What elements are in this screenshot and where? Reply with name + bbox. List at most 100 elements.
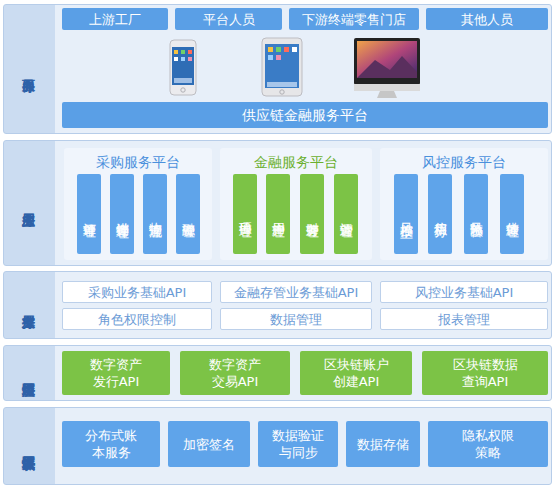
user-box: 平台人员	[175, 8, 282, 30]
api-box: 报表管理	[380, 308, 548, 330]
api-box: 区块链数据查询API	[422, 351, 548, 395]
phone-body	[170, 40, 196, 95]
box-label: 下游终端零售门店	[302, 11, 406, 28]
layer-label-column: 区块链应用层	[4, 346, 54, 400]
module-box: 风控模型	[394, 174, 418, 254]
layer-label: 区块链应用层	[21, 351, 38, 395]
module-label: 进销存管理	[114, 212, 130, 217]
monitor-screen	[357, 41, 417, 78]
api-label: 角色权限控制	[98, 311, 176, 328]
app-icon	[268, 47, 273, 52]
layer-label: 服务界面	[21, 29, 38, 109]
box-label: 其他人员	[461, 11, 513, 28]
api-box: 数据管理	[220, 308, 372, 330]
box-label: 分布式账本服务	[84, 427, 138, 461]
module-label: 风险预警	[468, 212, 484, 216]
module-label: 信用积分	[432, 212, 448, 216]
api-box: 数字资产发行API	[62, 351, 170, 395]
module-box: 信用积分	[428, 174, 452, 254]
module-label: 运营管理	[338, 212, 354, 216]
box-label: 数字资产发行API	[88, 356, 144, 390]
protocol-box: 数据验证与同步	[258, 421, 338, 467]
module-box: 融资管理	[176, 174, 200, 254]
protocol-box: 隐私权限策略	[428, 421, 548, 467]
api-box: 角色权限控制	[62, 308, 212, 330]
module-label: 项目管理	[237, 212, 253, 216]
box-label: 供应链金融服务平台	[242, 107, 368, 124]
platform-bar: 供应链金融服务平台	[62, 102, 548, 128]
module-label: 订单管理	[81, 212, 97, 216]
api-box: 风控业务基础API	[380, 281, 548, 303]
layer-band: 业务支撑层 采购业务基础API 金融存管业务基础API 风控业务基础API 角色权限控制…	[3, 271, 552, 339]
module-box: 项目管理	[233, 174, 257, 254]
layer-label-column: 业务应用层	[4, 141, 54, 265]
box-label: 加密签名	[183, 436, 235, 453]
user-box: 下游终端零售门店	[289, 8, 419, 30]
layer-label-column: 底层区块链协议层	[4, 408, 54, 484]
panel-title: 金融服务平台	[220, 153, 372, 171]
api-label: 数据管理	[270, 311, 322, 328]
panel-title: 风控服务平台	[380, 153, 548, 171]
monitor-chin	[354, 84, 420, 91]
module-label: 借款管理	[504, 212, 520, 216]
phone-screen	[172, 47, 194, 85]
module-label: 风控模型	[398, 212, 414, 216]
api-label: 风控业务基础API	[415, 284, 514, 301]
app-icon	[188, 57, 192, 61]
app-icon	[181, 50, 185, 54]
api-box: 采购业务基础API	[62, 281, 212, 303]
module-box: 物流管理	[143, 174, 167, 254]
layer-label-column: 服务界面	[4, 5, 54, 133]
module-box: 风险预警	[464, 174, 488, 254]
platform-panel: 金融服务平台项目管理 用户管理 财务管理 运营管理	[220, 148, 372, 260]
box-label: 隐私权限策略	[461, 427, 515, 461]
box-label: 数据存储	[357, 436, 409, 453]
protocol-box: 数据存储	[346, 421, 420, 467]
layer-band: 区块链应用层 数字资产发行API 数字资产交易API 区块链账户创建API 区块链数据查…	[3, 345, 552, 401]
user-box: 其他人员	[426, 8, 548, 30]
protocol-box: 分布式账本服务	[62, 421, 160, 467]
module-box: 用户管理	[266, 174, 290, 254]
module-box: 运营管理	[334, 174, 358, 254]
home-button	[181, 88, 185, 92]
api-box: 金融存管业务基础API	[220, 281, 372, 303]
app-icon	[276, 55, 281, 60]
monitor-stand	[377, 91, 397, 98]
module-box: 财务管理	[300, 174, 324, 254]
app-icon	[174, 50, 178, 54]
api-label: 采购业务基础API	[88, 284, 187, 301]
module-box: 进销存管理	[110, 174, 134, 254]
layer-label-column: 业务支撑层	[4, 272, 54, 338]
app-dock	[174, 78, 192, 83]
layer-label: 业务支撑层	[21, 283, 38, 327]
box-label: 平台人员	[203, 11, 255, 28]
module-box: 订单管理	[77, 174, 101, 254]
layer-label: 底层区块链协议层	[21, 417, 38, 475]
app-icon	[181, 57, 185, 61]
home-button	[280, 90, 284, 94]
layer-band: 业务应用层采购服务平台订单管理 进销存管理 物流管理 融资管理 金融服务平台项目管理 用户…	[3, 140, 552, 266]
module-label: 物流管理	[147, 212, 163, 216]
platform-panel: 采购服务平台订单管理 进销存管理 物流管理 融资管理	[64, 148, 212, 260]
app-icon	[268, 55, 273, 60]
user-box: 上游工厂	[62, 8, 168, 30]
app-icon	[284, 47, 289, 52]
panel-title: 采购服务平台	[64, 153, 212, 171]
box-label: 数据验证与同步	[271, 427, 325, 461]
api-box: 区块链账户创建API	[300, 351, 412, 395]
module-label: 用户管理	[270, 212, 286, 216]
platform-panel: 风控服务平台风控模型 信用积分 风险预警 借款管理	[380, 148, 548, 260]
box-label: 区块链账户创建API	[322, 356, 390, 390]
protocol-box: 加密签名	[168, 421, 250, 467]
box-label: 上游工厂	[89, 11, 141, 28]
api-box: 数字资产交易API	[180, 351, 290, 395]
tablet-screen	[265, 44, 299, 88]
monitor-frame	[354, 38, 420, 85]
app-dock	[267, 82, 297, 87]
app-icon	[188, 50, 192, 54]
app-icon	[276, 47, 281, 52]
layer-band: 底层区块链协议层 分布式账本服务 加密签名 数据验证与同步 数据存储 隐私权限策略	[3, 407, 552, 485]
module-box: 借款管理	[500, 174, 524, 254]
box-label: 数字资产交易API	[207, 356, 263, 390]
